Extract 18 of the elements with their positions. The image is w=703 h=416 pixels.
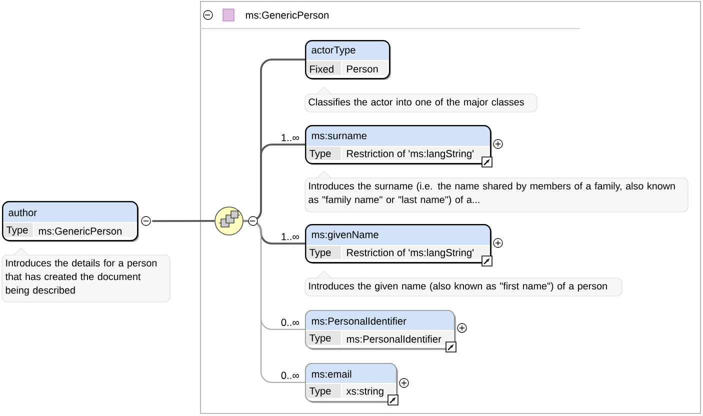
- connector-line: [152, 220, 215, 222]
- multiplicity-label: 1..∞: [282, 233, 299, 240]
- sequence-icon: [214, 206, 244, 236]
- element-box: author Type ms:GenericPerson: [2, 201, 139, 242]
- multiplicity-label: 0..∞: [281, 318, 299, 326]
- description-callout: Introduces the given name (also known as "first name") of a person: [304, 270, 622, 296]
- description-callout: Introduces the details for a person that has created the document being described: [2, 248, 170, 302]
- multiplicity-label: 0..∞: [281, 372, 299, 379]
- multiplicity-label: 1..∞: [282, 134, 299, 142]
- element-box: ms:PersonalIdentifier Type ms:PersonalIdentifier: [305, 310, 456, 350]
- element-box: actorType Fixed Person: [305, 40, 391, 80]
- element-box: ms:email Type xs:string: [305, 363, 398, 403]
- description-callout: Introduces the surname (i.e. the name shared by members of a family, also known as "family name" or "last name") of a...: [304, 170, 688, 212]
- description-callout: Classifies the actor into one of the major classes: [304, 86, 538, 112]
- element-box: ms:givenName Type Restriction of 'ms:langString': [305, 224, 492, 264]
- element-box: ms:surname Type Restriction of 'ms:langString': [305, 125, 492, 165]
- connector-line: [243, 220, 305, 245]
- connector-line: [243, 220, 305, 383]
